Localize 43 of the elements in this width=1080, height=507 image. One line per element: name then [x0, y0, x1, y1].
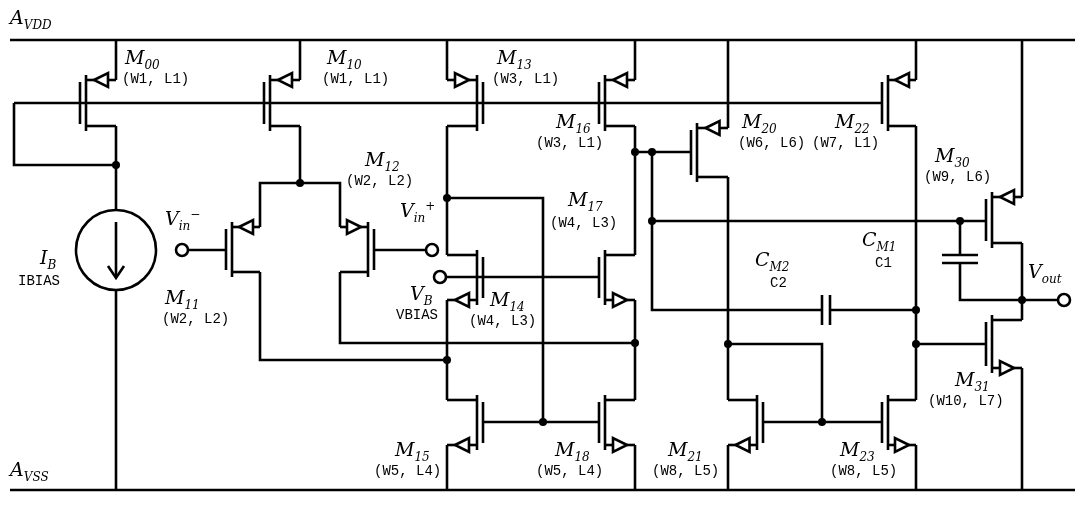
transistor-size-label: (W8, L5)	[652, 464, 720, 478]
transistor-size-label: (W8, L5)	[830, 464, 898, 478]
transistor-label: M$_{10}$	[327, 48, 362, 71]
transistor-size-label: (W2, L2)	[162, 312, 230, 326]
transistor-size-label: (W3, L1)	[536, 136, 604, 150]
transistor-size-label: (W1, L1)	[322, 72, 390, 86]
transistor-label: M$_{11}$	[165, 288, 200, 311]
supply-rail-label: A$_{VDD}$	[10, 8, 52, 31]
current-source-label: I$_{B}$	[40, 248, 57, 271]
terminal-label: V$_{B}$	[410, 284, 433, 307]
transistor-size-label: (W10, L7)	[928, 394, 1004, 408]
transistor-size-label: (W5, L4)	[536, 464, 604, 478]
transistor-size-label: (W4, L3)	[469, 314, 537, 328]
transistor-label: M$_{22}$	[835, 112, 870, 135]
transistor-label: M$_{12}$	[365, 150, 400, 173]
capacitor-value: C1	[875, 256, 892, 270]
transistor-label: M$_{00}$	[125, 48, 160, 71]
capacitor-label: C$_{M2}$	[755, 250, 790, 273]
transistor-label: M$_{14}$	[490, 290, 525, 313]
transistor-size-label: (W5, L4)	[374, 464, 442, 478]
capacitor-label: C$_{M1}$	[862, 230, 897, 253]
transistor-size-label: (W3, L1)	[492, 72, 560, 86]
transistor-size-label: (W7, L1)	[812, 136, 880, 150]
transistor-size-label: (W9, L6)	[924, 170, 992, 184]
transistor-label: M$_{13}$	[497, 48, 532, 71]
transistor-label: M$_{30}$	[935, 146, 970, 169]
capacitor-value: C2	[770, 276, 787, 290]
transistor-label: M$_{21}$	[668, 440, 703, 463]
current-source-name: IBIAS	[18, 274, 60, 288]
transistor-size-label: (W6, L6)	[738, 136, 806, 150]
supply-rail-label: A$_{VSS}$	[10, 460, 49, 483]
transistor-label: M$_{31}$	[955, 370, 990, 393]
transistor-label: M$_{15}$	[395, 440, 430, 463]
bias-name: VBIAS	[396, 308, 438, 322]
transistor-label: M$_{18}$	[555, 440, 590, 463]
transistor-label: M$_{16}$	[556, 112, 591, 135]
transistor-size-label: (W4, L3)	[550, 216, 618, 230]
terminal-label: V$_{out}$	[1028, 262, 1062, 285]
transistor-label: M$_{23}$	[840, 440, 875, 463]
transistor-label: M$_{20}$	[742, 112, 777, 135]
transistor-size-label: (W1, L1)	[122, 72, 190, 86]
transistor-size-label: (W2, L2)	[346, 174, 414, 188]
transistor-label: M$_{17}$	[568, 190, 603, 213]
